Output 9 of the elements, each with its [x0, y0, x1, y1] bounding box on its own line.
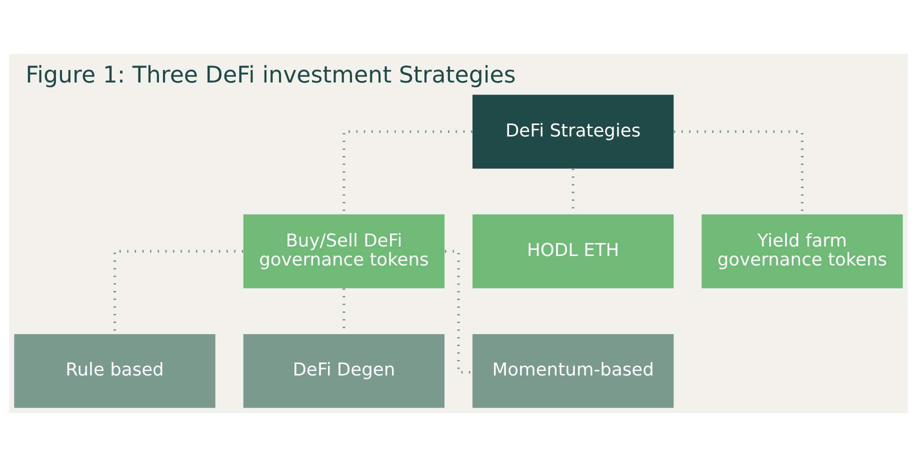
- diagram-title: Figure 1: Three DeFi investment Strategies: [26, 62, 516, 89]
- connector: [444, 250, 472, 374]
- node-box: Buy/Sell DeFi governance tokens: [243, 214, 444, 288]
- node-box: Rule based: [14, 334, 216, 408]
- node-box: DeFi Degen: [243, 334, 444, 408]
- node-box: HODL ETH: [472, 214, 674, 288]
- node-box: Momentum-based: [472, 334, 674, 408]
- node-box: Yield farm governance tokens: [702, 214, 903, 288]
- node-box: DeFi Strategies: [472, 94, 674, 169]
